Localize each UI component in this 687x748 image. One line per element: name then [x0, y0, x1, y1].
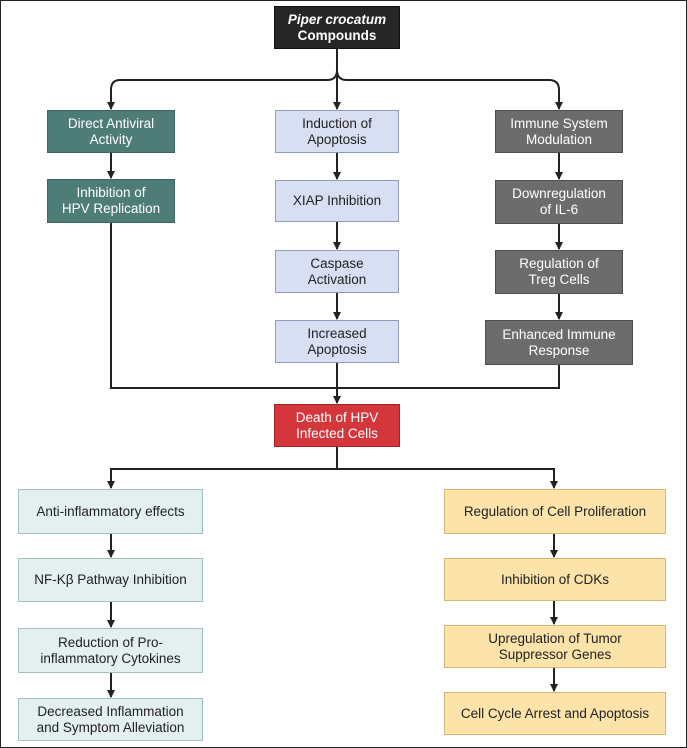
- node-inhibition-cdks: Inhibition of CDKs: [444, 558, 666, 601]
- connector-left-down: [110, 223, 337, 389]
- node-anti-inflammatory: Anti-inflammatory effects: [18, 489, 203, 534]
- root-subtitle: Compounds: [297, 27, 377, 43]
- node-direct-antiviral: Direct Antiviral Activity: [47, 110, 175, 153]
- node-induction-apoptosis: Induction of Apoptosis: [275, 110, 399, 153]
- node-immune-modulation: Immune System Modulation: [495, 110, 623, 153]
- root-node: Piper crocatum Compounds: [274, 6, 400, 49]
- node-reduction-cytokines: Reduction of Pro- inflammatory Cytokines: [18, 628, 203, 673]
- node-regulation-proliferation: Regulation of Cell Proliferation: [444, 489, 666, 534]
- node-upregulation-tumor-suppressor: Upregulation of Tumor Suppressor Genes: [444, 625, 666, 668]
- node-cell-cycle-arrest: Cell Cycle Arrest and Apoptosis: [444, 692, 666, 735]
- connector-death-right: [337, 468, 558, 489]
- node-xiap-inhibition: XIAP Inhibition: [275, 180, 399, 222]
- connector-root-left: [107, 69, 338, 110]
- node-caspase-activation: Caspase Activation: [275, 250, 399, 293]
- connector-root-right: [336, 69, 563, 110]
- node-nfkb-inhibition: NF-Kβ Pathway Inhibition: [18, 558, 203, 602]
- node-enhanced-immune-response: Enhanced Immune Response: [485, 320, 633, 365]
- node-increased-apoptosis: Increased Apoptosis: [275, 320, 399, 363]
- node-decreased-inflammation: Decreased Inflammation and Symptom Allev…: [18, 698, 203, 741]
- connector-right-down: [337, 365, 560, 389]
- root-title: Piper crocatum: [287, 11, 387, 27]
- node-regulation-treg: Regulation of Treg Cells: [495, 250, 623, 294]
- node-inhibition-hpv-replication: Inhibition of HPV Replication: [47, 179, 175, 223]
- node-downregulation-il6: Downregulation of IL-6: [495, 180, 623, 224]
- connector-death-left: [107, 468, 337, 489]
- node-death-hpv-cells: Death of HPV Infected Cells: [274, 404, 400, 447]
